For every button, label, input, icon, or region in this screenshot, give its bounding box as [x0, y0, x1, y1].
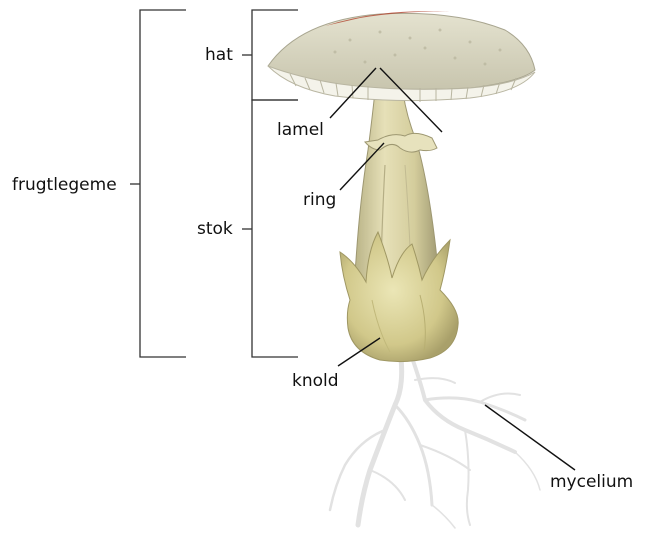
mycelium-roots — [330, 350, 540, 528]
label-mycelium: mycelium — [550, 472, 633, 492]
label-stem: stok — [197, 219, 233, 239]
label-ring: ring — [303, 190, 336, 210]
label-fruiting-body: frugtlegeme — [12, 175, 117, 195]
label-gills: lamel — [277, 120, 324, 140]
label-cap: hat — [205, 45, 233, 65]
fruiting-body-bracket — [140, 10, 186, 357]
mycelium-leader — [485, 405, 575, 470]
label-volva: knold — [292, 371, 339, 391]
cap-illustration — [268, 11, 535, 102]
